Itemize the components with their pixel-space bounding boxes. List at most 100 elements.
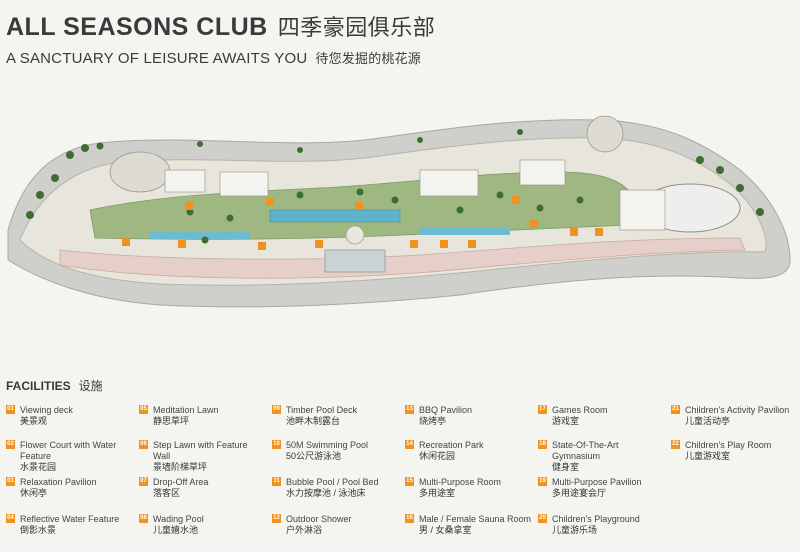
- tower-mid-1: [419, 169, 479, 197]
- facility-number: 04: [6, 514, 15, 523]
- facility-name-en: Multi-Purpose Room: [419, 477, 502, 487]
- map-marker: [512, 196, 520, 204]
- facility-number: 16: [405, 514, 414, 523]
- facility-item: 17 Games Room 游戏室: [538, 405, 666, 427]
- facility-number: 21: [671, 405, 680, 414]
- facilities-heading: FACILITIES 设施: [6, 377, 103, 394]
- facility-number: 02: [6, 440, 15, 449]
- facility-item: 03 Relaxation Pavilion 休闲亭: [6, 477, 134, 499]
- east-building: [619, 189, 666, 231]
- facility-name-en: Relaxation Pavilion: [20, 477, 97, 487]
- facility-name-cn: 水景花园: [20, 462, 57, 472]
- reflective-pool: [150, 232, 250, 239]
- header: ALL SEASONS CLUB 四季豪园俱乐部 A SANCTUARY OF L…: [6, 10, 435, 67]
- facility-item: 02 Flower Court with Water Feature 水景花园: [6, 440, 134, 473]
- facility-item: 04 Reflective Water Feature 倒影水景: [6, 514, 134, 536]
- facility-name-cn: 户外淋浴: [286, 525, 323, 535]
- facility-name-en: Drop-Off Area: [153, 477, 209, 487]
- facility-item: 08 Wading Pool 儿童嬉水池: [139, 514, 267, 536]
- tower-mid-2: [519, 159, 566, 186]
- facility-name-cn: 健身室: [552, 462, 580, 472]
- facility-name-en: Flower Court with Water Feature: [20, 440, 117, 461]
- map-marker: [258, 242, 266, 250]
- facility-name-cn: 儿童游戏室: [685, 451, 731, 461]
- facility-number: 08: [139, 514, 148, 523]
- facility-item: 22 Children's Play Room 儿童游戏室: [671, 440, 799, 462]
- map-marker: [178, 240, 186, 248]
- facility-markers: [122, 196, 603, 250]
- clubhouse: [324, 249, 386, 273]
- facility-name-en: BBQ Pavilion: [419, 405, 473, 415]
- facility-number: 01: [6, 405, 15, 414]
- facility-item: 12 Outdoor Shower 户外淋浴: [272, 514, 400, 536]
- facility-number: 14: [405, 440, 414, 449]
- map-marker: [185, 202, 193, 210]
- facility-name-cn: 烧烤亭: [419, 416, 447, 426]
- facility-name-cn: 50公尺游泳池: [286, 451, 342, 461]
- facility-item: 14 Recreation Park 休闲花园: [405, 440, 533, 462]
- page-subtitle: A SANCTUARY OF LEISURE AWAITS YOU 待您发掘的桃花…: [6, 48, 435, 67]
- facility-name-cn: 池畔木制露台: [286, 416, 341, 426]
- page-title: ALL SEASONS CLUB 四季豪园俱乐部: [6, 10, 435, 42]
- facility-name-en: Children's Play Room: [685, 440, 772, 450]
- map-marker: [355, 202, 363, 210]
- facility-item: 07 Drop-Off Area 落客区: [139, 477, 267, 499]
- map-marker: [468, 240, 476, 248]
- facility-number: 11: [272, 477, 281, 486]
- facility-item: 01 Viewing deck 美景观: [6, 405, 134, 427]
- facility-item: 18 State-Of-The-Art Gymnasium 健身室: [538, 440, 666, 473]
- facility-name-en: Children's Playground: [552, 514, 640, 524]
- facility-name-cn: 倒影水景: [20, 525, 57, 535]
- facility-number: 03: [6, 477, 15, 486]
- roundabout-east: [586, 115, 624, 153]
- facility-name-en: 50M Swimming Pool: [286, 440, 369, 450]
- facility-item: 10 50M Swimming Pool 50公尺游泳池: [272, 440, 400, 462]
- facility-item: 09 Timber Pool Deck 池畔木制露台: [272, 405, 400, 427]
- facility-name-cn: 落客区: [153, 488, 181, 498]
- facility-name-cn: 男 / 女桑拿室: [419, 525, 472, 535]
- facility-name-cn: 景墙阶梯草坪: [153, 462, 208, 472]
- facilities-heading-en: FACILITIES: [6, 379, 71, 393]
- facility-name-cn: 美景观: [20, 416, 48, 426]
- facility-item: 20 Children's Playground 儿童游乐场: [538, 514, 666, 536]
- facility-name-en: Step Lawn with Feature Wall: [153, 440, 248, 461]
- facility-item: 13 BBQ Pavilion 烧烤亭: [405, 405, 533, 427]
- facility-name-cn: 多用途宴会厅: [552, 488, 607, 498]
- subtitle-en: A SANCTUARY OF LEISURE AWAITS YOU: [6, 50, 308, 67]
- facility-number: 10: [272, 440, 281, 449]
- facilities-heading-cn: 设施: [78, 379, 103, 393]
- facility-name-cn: 休闲亭: [20, 488, 48, 498]
- map-marker: [530, 220, 538, 228]
- trees: [26, 129, 764, 244]
- map-marker: [440, 240, 448, 248]
- facility-item: 15 Multi-Purpose Room 多用途室: [405, 477, 533, 499]
- facility-item: 11 Bubble Pool / Pool Bed 水力按摩池 / 泳池床: [272, 477, 400, 499]
- map-marker: [595, 228, 603, 236]
- facility-item: 19 Multi-Purpose Pavilion 多用途宴会厅: [538, 477, 666, 499]
- facility-item: 21 Children's Activity Pavilion 儿童活动亭: [671, 405, 799, 427]
- title-en: ALL SEASONS CLUB: [6, 13, 268, 41]
- title-cn: 四季豪园俱乐部: [277, 15, 436, 40]
- facility-name-cn: 多用途室: [419, 488, 456, 498]
- subtitle-cn: 待您发掘的桃花源: [315, 51, 422, 66]
- facility-item: 05 Meditation Lawn 静思草坪: [139, 405, 267, 427]
- facility-name-cn: 静思草坪: [153, 416, 190, 426]
- facility-number: 09: [272, 405, 281, 414]
- facility-name-en: Multi-Purpose Pavilion: [552, 477, 642, 487]
- map-marker: [122, 238, 130, 246]
- map-marker: [315, 240, 323, 248]
- facility-name-en: Games Room: [552, 405, 608, 415]
- facility-name-cn: 儿童游乐场: [552, 525, 598, 535]
- facility-name-en: Timber Pool Deck: [286, 405, 358, 415]
- facility-name-en: Outdoor Shower: [286, 514, 352, 524]
- swimming-pool: [269, 209, 401, 223]
- facility-name-cn: 儿童活动亭: [685, 416, 731, 426]
- facility-name-en: Bubble Pool / Pool Bed: [286, 477, 379, 487]
- facility-number: 05: [139, 405, 148, 414]
- facility-number: 18: [538, 440, 547, 449]
- facility-name-cn: 休闲花园: [419, 451, 456, 461]
- map-marker: [410, 240, 418, 248]
- wading-pool: [420, 228, 510, 235]
- facility-number: 07: [139, 477, 148, 486]
- facility-name-en: Wading Pool: [153, 514, 204, 524]
